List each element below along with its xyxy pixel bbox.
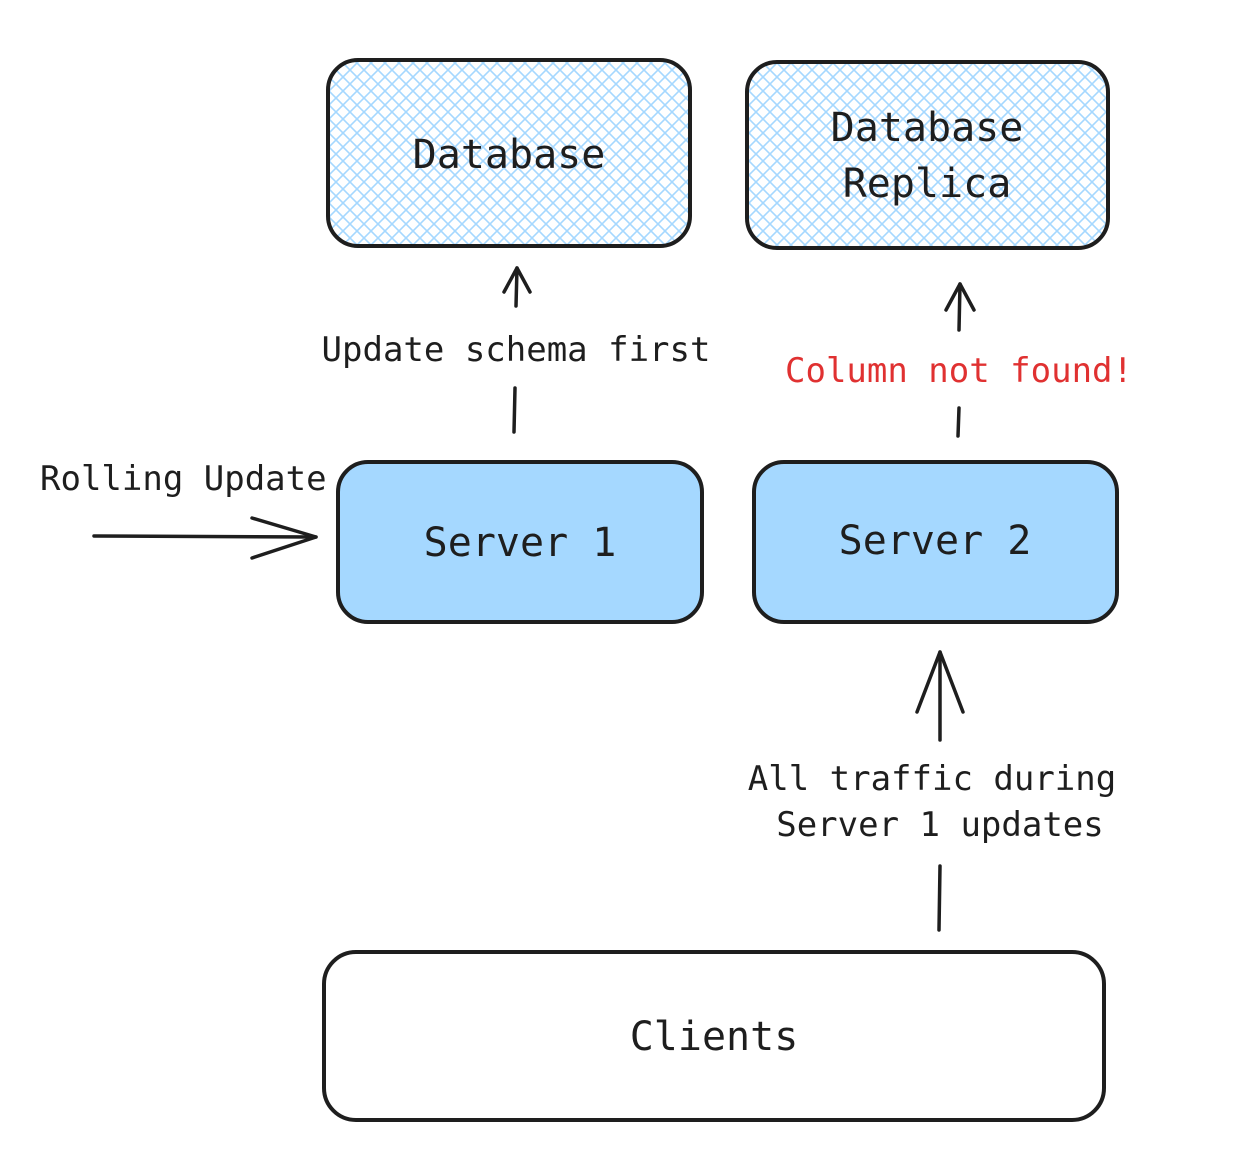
arrow-clients-to-server2-head (915, 650, 965, 714)
clients-label: Clients (630, 1014, 799, 1060)
arrow-server1-to-database-shaft-upper (514, 266, 519, 308)
arrow-server1-to-database (502, 266, 532, 434)
server1-label: Server 1 (424, 520, 617, 566)
database-replica-label-line2: Replica (843, 161, 1012, 207)
edge-label-all-traffic-line2: Server 1 updates (776, 805, 1104, 845)
edge-label-all-traffic-line1: All traffic during (748, 759, 1116, 799)
database-box (326, 58, 692, 248)
arrow-server2-to-replica-head (944, 282, 976, 312)
database-node[interactable]: Database (326, 58, 692, 248)
edge-label-update-schema-first: Update schema first (322, 330, 711, 370)
clients-box (322, 950, 1106, 1122)
arrow-clients-to-server2-shaft-lower (937, 864, 942, 932)
server2-label: Server 2 (839, 518, 1032, 564)
arrow-rolling-update (92, 516, 318, 560)
arrow-rolling-update-head (250, 516, 318, 560)
arrow-server2-to-replica-shaft-lower (956, 406, 961, 438)
database-label: Database (413, 132, 606, 178)
arrow-server2-to-replica (944, 282, 976, 438)
database-replica-node[interactable]: Database Replica (745, 60, 1110, 250)
clients-node[interactable]: Clients (322, 950, 1106, 1122)
server2-box (752, 460, 1119, 624)
arrow-server2-to-replica-shaft-upper (957, 282, 962, 332)
server1-node[interactable]: Server 1 (336, 460, 704, 624)
arrow-server1-to-database-head (502, 266, 532, 294)
database-replica-label-line1: Database (831, 105, 1024, 151)
edge-label-column-not-found: Column not found! (785, 351, 1133, 391)
server1-box (336, 460, 704, 624)
database-replica-box (745, 60, 1110, 250)
arrow-rolling-update-shaft (92, 534, 318, 539)
server2-node[interactable]: Server 2 (752, 460, 1119, 624)
edge-label-rolling-update: Rolling Update (40, 459, 327, 499)
arrow-clients-to-server2 (915, 650, 965, 932)
arrow-server1-to-database-shaft-lower (512, 386, 517, 434)
